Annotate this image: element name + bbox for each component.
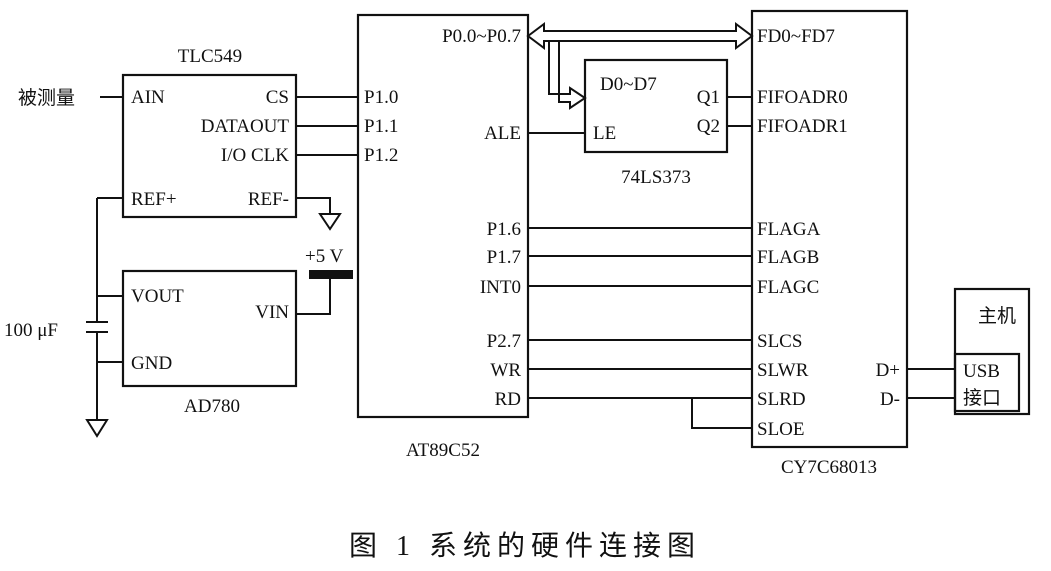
tlc549-pin-refp: REF+ — [131, 189, 177, 210]
cy7c68013-pin-flagb: FLAGB — [757, 247, 819, 268]
figure-caption: 图 1 系统的硬件连接图 — [349, 530, 701, 562]
ref-minus-wire — [296, 197, 331, 214]
data-bus-branch-arrow — [548, 41, 587, 110]
usb-port-label: USB — [963, 361, 1000, 382]
tlc549-chip: TLC549 AIN CS DATAOUT I/O CLK REF+ REF- — [121, 46, 298, 219]
tlc549-body — [121, 73, 298, 219]
at89c52-pin-ale: ALE — [484, 123, 521, 144]
at89c52-pin-p11: P1.1 — [364, 116, 398, 137]
data-bus-arrow — [526, 22, 754, 50]
cy7c68013-name: CY7C68013 — [781, 457, 877, 478]
ls373-pin-d: D0~D7 — [600, 74, 657, 95]
at89c52-pin-rd: RD — [495, 389, 521, 410]
tlc549-pin-cs: CS — [266, 87, 289, 108]
sensor-input-label: 被测量 — [18, 87, 75, 109]
tlc549-name: TLC549 — [178, 46, 242, 67]
ad780-pin-vout: VOUT — [131, 286, 184, 307]
ad780-name: AD780 — [184, 396, 240, 417]
at89c52-body — [356, 13, 530, 419]
cy7c68013-pin-slcs: SLCS — [757, 331, 802, 352]
at89c52-pin-p16: P1.6 — [487, 219, 521, 240]
ad780-pin-gnd: GND — [131, 353, 172, 374]
at89c52-pin-p17: P1.7 — [487, 247, 521, 268]
cy7c68013-body — [750, 9, 909, 449]
at89c52-pin-wr: WR — [490, 360, 521, 381]
cy7c68013-pin-slrd: SLRD — [757, 389, 806, 410]
ls373-pin-q1: Q1 — [697, 87, 720, 108]
host-computer: 主机 USB 接口 — [953, 287, 1031, 416]
ls373-pin-le: LE — [593, 123, 616, 144]
tlc549-pin-ain: AIN — [131, 87, 165, 108]
usb-port-box — [953, 352, 1021, 413]
ad780-pin-vin: VIN — [255, 302, 289, 323]
cy7c68013-pin-flaga: FLAGA — [757, 219, 821, 240]
power-rail — [309, 270, 353, 279]
tlc549-pin-refm: REF- — [248, 189, 289, 210]
ls373-chip: D0~D7 Q1 Q2 LE 74LS373 — [583, 58, 729, 188]
at89c52-pin-p0: P0.0~P0.7 — [442, 26, 521, 47]
wire-rd-sloe — [691, 398, 752, 429]
cy7c68013-pin-sloe: SLOE — [757, 419, 805, 440]
cy7c68013-pin-fd: FD0~FD7 — [757, 26, 835, 47]
cy7c68013-pin-dp: D+ — [876, 360, 900, 381]
ground-symbol-ref — [318, 213, 342, 231]
capacitor-label: 100 μF — [4, 320, 58, 341]
ls373-body — [583, 58, 729, 154]
ls373-pin-q2: Q2 — [697, 116, 720, 137]
ground-symbol-ad780 — [85, 419, 109, 438]
cy7c68013-pin-dm: D- — [880, 389, 900, 410]
cy7c68013-pin-fifoadr1: FIFOADR1 — [757, 116, 848, 137]
ad780-chip: VOUT GND VIN AD780 — [121, 269, 298, 417]
vin-wire — [296, 278, 331, 315]
host-name: 主机 — [978, 305, 1016, 327]
cy7c68013-chip: FD0~FD7 FIFOADR0 FIFOADR1 FLAGA FLAGB FL… — [750, 9, 909, 478]
at89c52-chip: P0.0~P0.7 P1.0 P1.1 P1.2 ALE P1.6 P1.7 I… — [356, 13, 530, 461]
usb-port-label-cn: 接口 — [963, 387, 1001, 409]
cy7c68013-pin-flagc: FLAGC — [757, 277, 819, 298]
tlc549-pin-dataout: DATAOUT — [201, 116, 290, 137]
tlc549-pin-ioclk: I/O CLK — [221, 145, 289, 166]
at89c52-pin-p12: P1.2 — [364, 145, 398, 166]
host-body — [953, 287, 1031, 416]
at89c52-name: AT89C52 — [406, 440, 480, 461]
cy7c68013-pin-slwr: SLWR — [757, 360, 809, 381]
ad780-body — [121, 269, 298, 388]
cy7c68013-pin-fifoadr0: FIFOADR0 — [757, 87, 848, 108]
at89c52-pin-p27: P2.7 — [487, 331, 521, 352]
ls373-name: 74LS373 — [621, 167, 691, 188]
at89c52-pin-p10: P1.0 — [364, 87, 398, 108]
at89c52-pin-int0: INT0 — [480, 277, 521, 298]
power-label: +5 V — [305, 246, 344, 267]
